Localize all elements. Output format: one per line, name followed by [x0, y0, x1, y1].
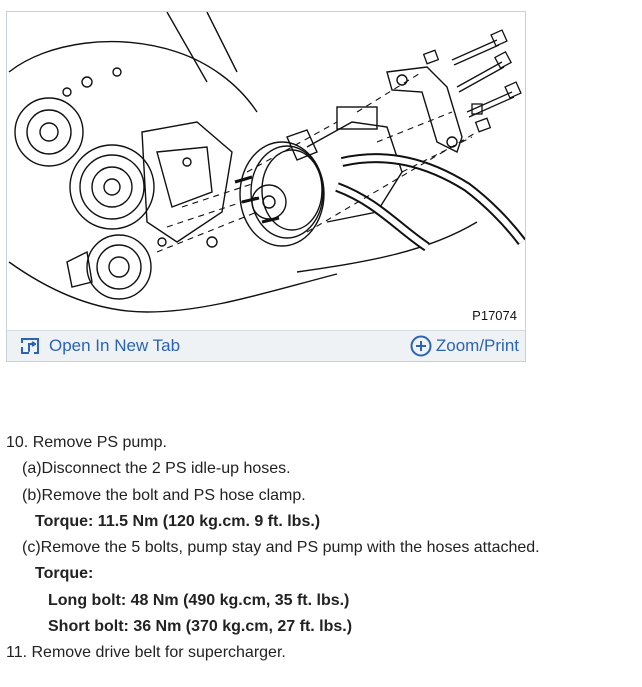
procedure-steps: 10. Remove PS pump. (a)Disconnect the 2 …: [6, 430, 636, 667]
step-10a: (a)Disconnect the 2 PS idle-up hoses.: [22, 460, 291, 478]
zoom-print-label: Zoom/Print: [435, 336, 519, 355]
torque-spec-short-bolt: Short bolt: 36 Nm (370 kg.cm, 27 ft. lbs…: [48, 618, 353, 636]
open-in-new-tab-button[interactable]: Open In New Tab: [19, 331, 180, 361]
step-10c: (c)Remove the 5 bolts, pump stay and PS …: [22, 539, 540, 557]
step-11: 11. Remove drive belt for supercharger.: [6, 644, 286, 662]
step-10b: (b)Remove the bolt and PS hose clamp.: [22, 486, 306, 504]
zoom-print-button[interactable]: Zoom/Print: [410, 331, 519, 361]
open-in-new-tab-label: Open In New Tab: [49, 336, 181, 355]
figure-toolbar: Open In New Tab Zoom/Print: [7, 330, 525, 361]
step-10: 10. Remove PS pump.: [6, 434, 167, 451]
figure-code: P17074: [472, 308, 517, 323]
figure-card: P17074 Open In New Tab Zoom/Print: [6, 11, 526, 362]
engine-diagram: [8, 12, 525, 313]
open-external-icon: [19, 335, 41, 357]
diagram-image: P17074: [7, 12, 525, 330]
torque-spec-b: Torque: 11.5 Nm (120 kg.cm. 9 ft. lbs.): [35, 512, 321, 530]
torque-label-c: Torque:: [35, 565, 94, 583]
torque-spec-long-bolt: Long bolt: 48 Nm (490 kg.cm, 35 ft. lbs.…: [48, 591, 350, 609]
plus-circle-icon: [410, 335, 432, 357]
